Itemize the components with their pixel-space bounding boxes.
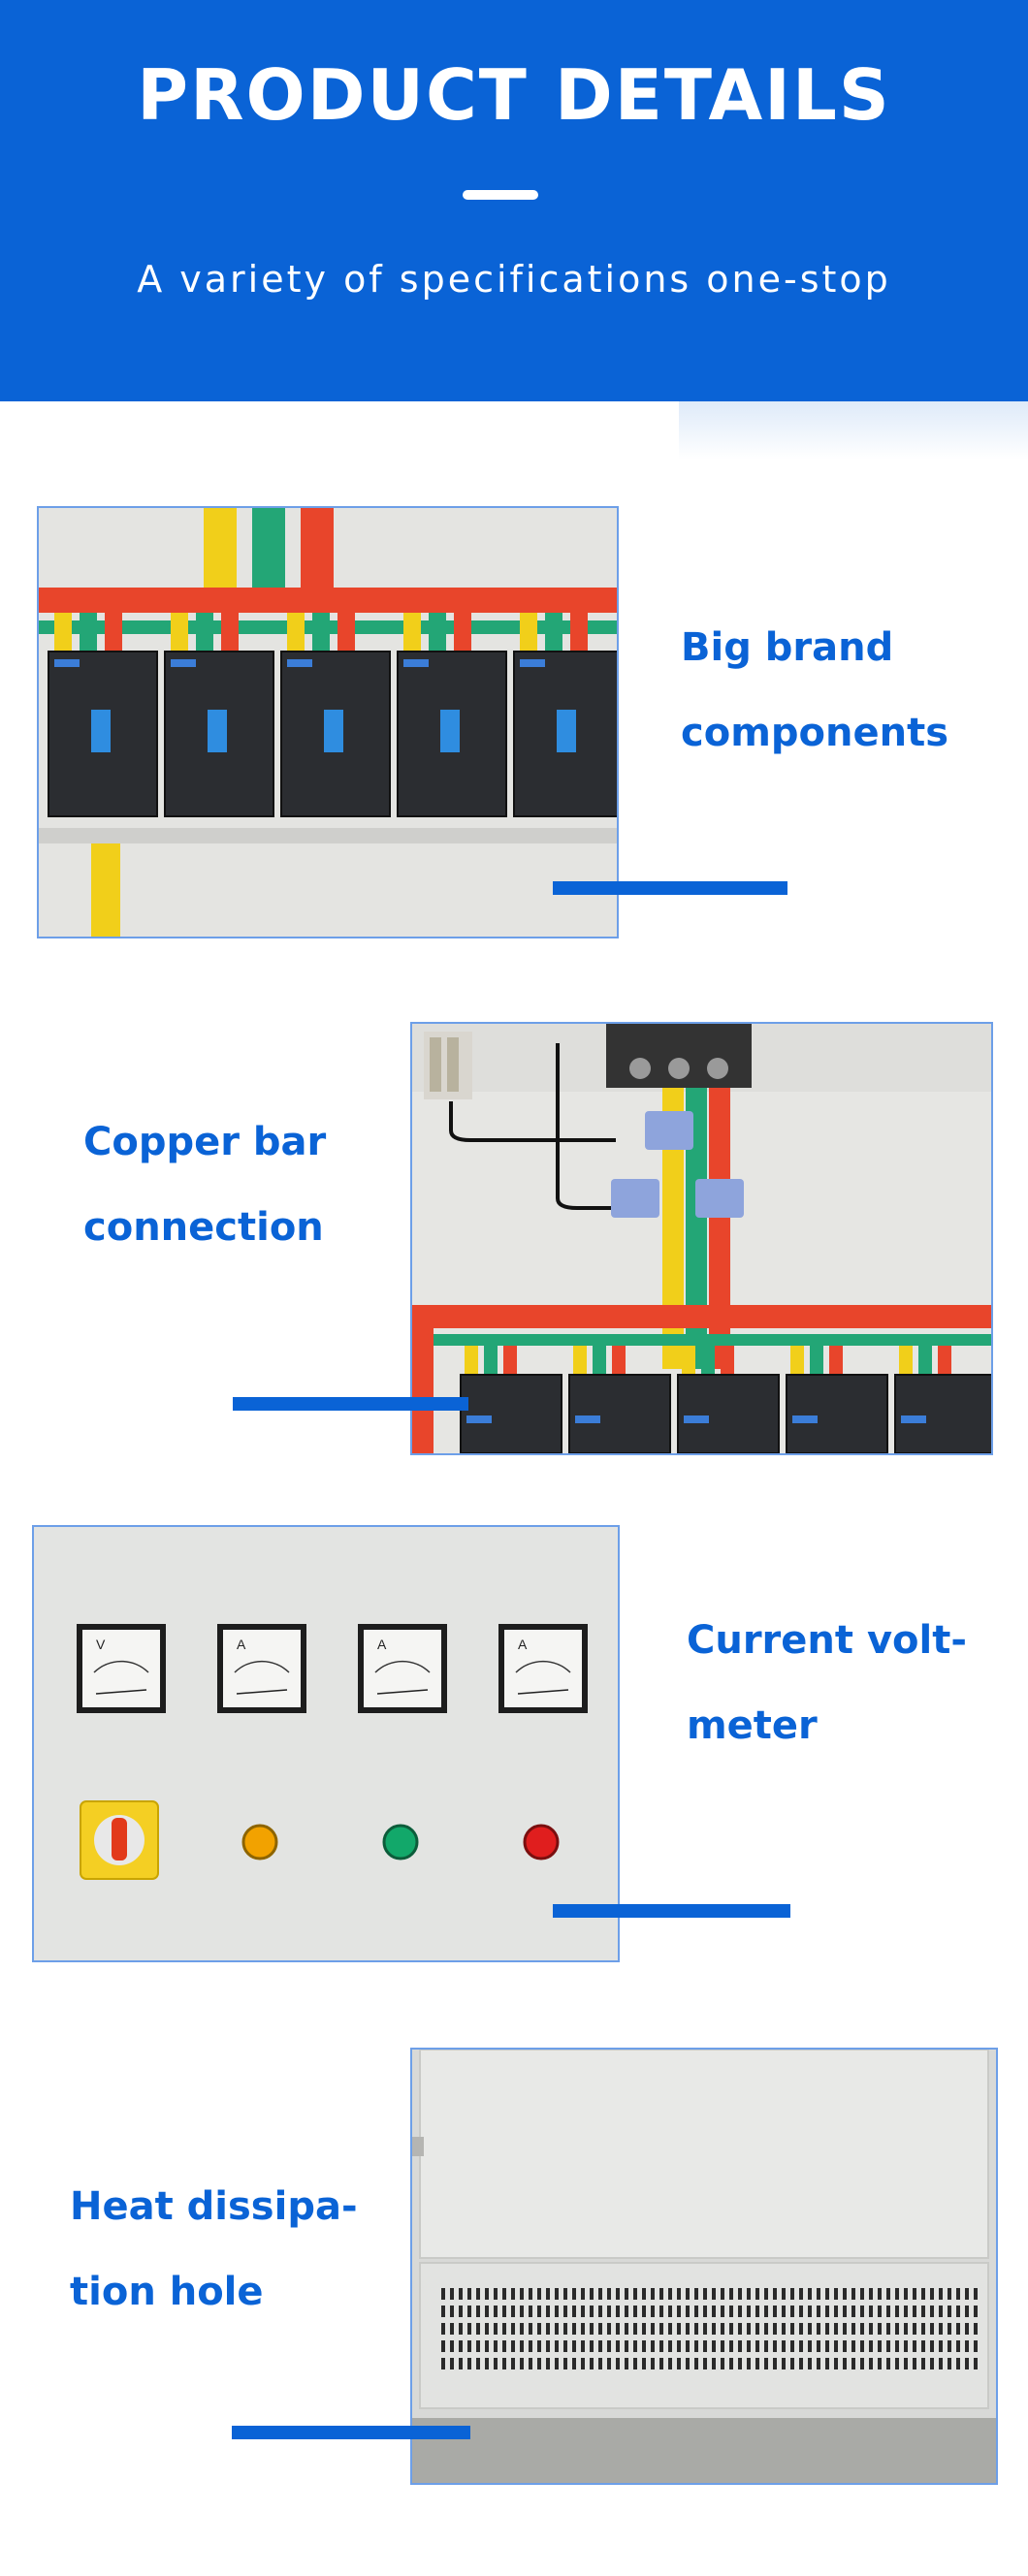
circuit-breakers-photo <box>37 506 619 938</box>
page-subtitle: A variety of specifications one-stop <box>137 258 891 301</box>
accent-bar <box>232 2426 470 2439</box>
caption-copper-bar: Copper bar connection <box>83 1099 326 1270</box>
caption-heat-dissipation: Heat dissipa- tion hole <box>70 2164 358 2335</box>
page-title: PRODUCT DETAILS <box>137 54 891 136</box>
header-banner: PRODUCT DETAILS A variety of specificati… <box>0 0 1028 401</box>
meter-unit-label: A <box>518 1637 528 1652</box>
title-divider <box>463 190 538 200</box>
copper-bar-photo <box>410 1022 993 1455</box>
caption-line: Copper bar <box>83 1120 327 1164</box>
caption-line: connection <box>83 1205 324 1250</box>
meter-unit-label: A <box>237 1637 246 1652</box>
caption-line: components <box>681 711 948 755</box>
caption-line: Heat dissipa- <box>70 2184 358 2229</box>
accent-bar <box>553 1904 790 1918</box>
caption-big-brand: Big brand components <box>681 605 948 776</box>
caption-voltmeter: Current volt- meter <box>687 1598 967 1768</box>
cabinet-vents-photo <box>410 2048 998 2485</box>
caption-line: Big brand <box>681 625 894 670</box>
header-shadow <box>679 401 1028 460</box>
caption-line: meter <box>687 1703 818 1748</box>
meter-unit-label: A <box>377 1637 387 1652</box>
meter-unit-label: V <box>96 1637 106 1652</box>
caption-line: tion hole <box>70 2270 264 2314</box>
accent-bar <box>233 1397 468 1411</box>
caption-line: Current volt- <box>687 1618 967 1663</box>
accent-bar <box>553 881 787 895</box>
